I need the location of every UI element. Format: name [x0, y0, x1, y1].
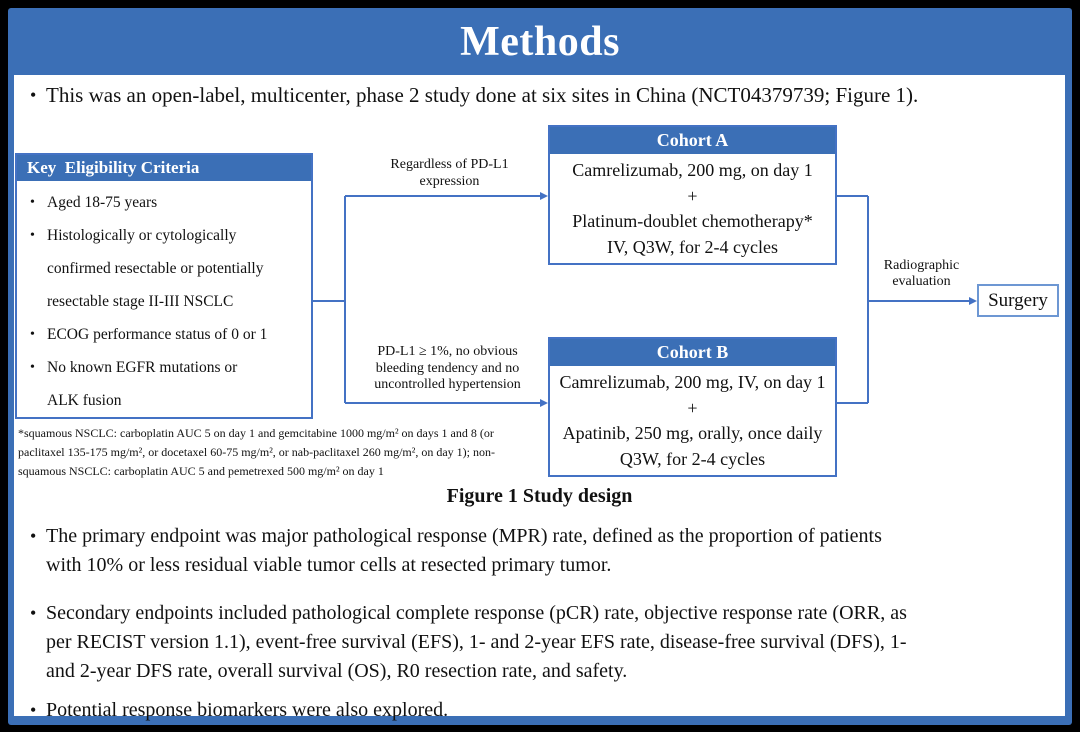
eligibility-item: • Histologically or cytologically confir…: [17, 219, 311, 318]
bullet-dot: •: [30, 327, 35, 342]
cohort-a-body: Camrelizumab, 200 mg, on day 1 + Platinu…: [550, 154, 835, 263]
cohort-b-header: Cohort B: [550, 339, 835, 366]
cohort-a-arrowhead: [540, 192, 548, 200]
intro-bullet: • This was an open-label, multicenter, p…: [16, 81, 1056, 109]
cohort-a-line: IV, Q3W, for 2-4 cycles: [607, 237, 778, 258]
chemotherapy-footnote: *squamous NSCLC: carboplatin AUC 5 on da…: [18, 426, 496, 478]
eligibility-item: • ECOG performance status of 0 or 1: [17, 318, 311, 351]
eligibility-item-text: Aged 18-75 years: [47, 194, 158, 211]
surgery-arrowhead: [969, 297, 977, 305]
slide-frame: Methods • This was an open-label, multic…: [8, 8, 1072, 725]
primary-endpoint-bullet: • The primary endpoint was major patholo…: [16, 522, 1060, 580]
bullet-dot: •: [30, 195, 35, 210]
eligibility-item: • Aged 18-75 years: [17, 186, 311, 219]
bullet-dot: •: [30, 228, 35, 243]
biomarkers-text: Potential response biomarkers were also …: [46, 699, 449, 721]
bullet-dot: •: [30, 526, 37, 546]
cohort-a-box: Cohort A Camrelizumab, 200 mg, on day 1 …: [548, 125, 837, 265]
plus-sign: +: [687, 397, 698, 418]
bullet-dot: •: [30, 85, 37, 105]
cohort-b-line: Q3W, for 2-4 cycles: [619, 449, 766, 470]
secondary-endpoints-text: Secondary endpoints included pathologica…: [46, 602, 907, 682]
plus-sign: +: [687, 185, 698, 206]
bullet-dot: •: [30, 360, 35, 375]
eligibility-item-text: Histologically or cytologically confirme…: [47, 227, 264, 310]
bullet-dot: •: [30, 700, 37, 720]
eligibility-item-text: No known EGFR mutations or ALK fusion: [47, 359, 238, 409]
figure-caption: Figure 1 Study design: [446, 485, 633, 507]
primary-endpoint-text: The primary endpoint was major pathologi…: [46, 525, 882, 576]
cohort-a-header: Cohort A: [550, 127, 835, 154]
eligibility-box: Key Eligibility Criteria • Aged 18-75 ye…: [15, 153, 313, 419]
radiographic-evaluation-label: Radiographic evaluation: [883, 258, 960, 289]
study-design-figure: Key Eligibility Criteria • Aged 18-75 ye…: [14, 75, 1065, 716]
cohort-b-body: Camrelizumab, 200 mg, IV, on day 1 + Apa…: [550, 366, 835, 475]
cohort-b-arrowhead: [540, 399, 548, 407]
title-bar: Methods: [8, 8, 1072, 75]
secondary-endpoints-bullet: • Secondary endpoints included pathologi…: [16, 599, 1060, 686]
eligibility-item-text: ECOG performance status of 0 or 1: [47, 326, 268, 343]
cohort-b-line: Camrelizumab, 200 mg, IV, on day 1: [559, 371, 826, 392]
eligibility-list: • Aged 18-75 years • Histologically or c…: [17, 181, 311, 417]
slide-content: • This was an open-label, multicenter, p…: [14, 75, 1065, 721]
connector-lines: [313, 192, 977, 407]
bullet-dot: •: [30, 603, 37, 623]
intro-bullet-text: This was an open-label, multicenter, pha…: [46, 83, 919, 107]
cohort-b-box: Cohort B Camrelizumab, 200 mg, IV, on da…: [548, 337, 837, 477]
cohort-a-line: Platinum-doublet chemotherapy*: [572, 211, 813, 232]
eligibility-header: Key Eligibility Criteria: [17, 155, 311, 181]
surgery-box: Surgery: [977, 284, 1059, 317]
surgery-label: Surgery: [988, 289, 1048, 311]
branch-label-cohort-b: PD-L1 ≥ 1%, no obvious bleeding tendency…: [374, 344, 521, 392]
cohort-b-line: Apatinib, 250 mg, orally, once daily: [562, 423, 823, 444]
branch-label-cohort-a: Regardless of PD-L1 expression: [390, 157, 509, 189]
cohort-a-line: Camrelizumab, 200 mg, on day 1: [572, 159, 813, 180]
eligibility-item: • No known EGFR mutations or ALK fusion: [17, 351, 311, 417]
biomarkers-bullet: • Potential response biomarkers were als…: [16, 696, 1060, 725]
page-title: Methods: [460, 18, 620, 65]
